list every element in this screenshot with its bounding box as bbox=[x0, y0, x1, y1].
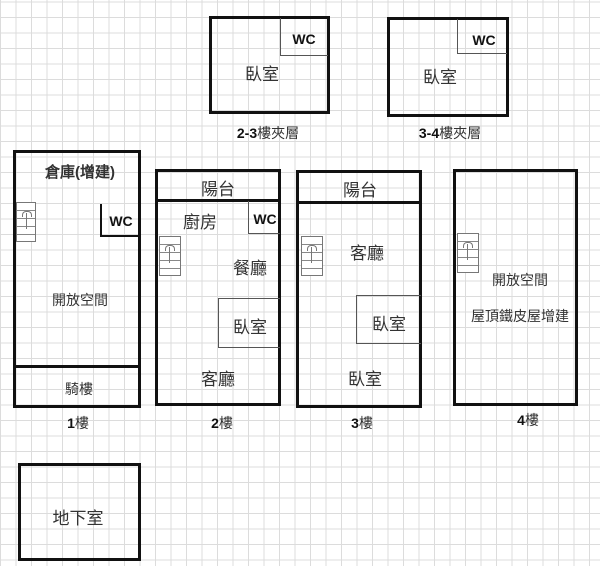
wc-wall bbox=[100, 235, 140, 237]
balcony-label: 陽台 bbox=[201, 180, 235, 199]
basement-plan bbox=[18, 463, 141, 561]
living-label: 客廳 bbox=[350, 244, 384, 263]
mezzanine-3-4-label: 3-4樓夾層 bbox=[418, 125, 482, 141]
mezzanine-2-3-plan bbox=[209, 16, 330, 114]
bedroom-label: 臥室 bbox=[423, 68, 457, 87]
bedroom-label: 臥室 bbox=[372, 315, 406, 334]
arcade-divider bbox=[14, 365, 140, 368]
balcony-label: 陽台 bbox=[343, 181, 377, 200]
bedroom-room bbox=[218, 298, 280, 348]
stairs-icon bbox=[16, 202, 36, 242]
mezzanine-3-4-plan bbox=[387, 17, 509, 117]
arcade-label: 騎樓 bbox=[65, 381, 93, 397]
floor-4-plan bbox=[453, 169, 578, 406]
floor-1-label: 1樓 bbox=[67, 415, 89, 431]
floor-3-label: 3樓 bbox=[351, 415, 373, 431]
dining-label: 餐廳 bbox=[233, 259, 267, 278]
wc-wall bbox=[100, 204, 102, 237]
floor-1-plan bbox=[13, 150, 141, 408]
floor-3-plan bbox=[296, 170, 422, 408]
wc-label: WC bbox=[109, 213, 133, 229]
balcony-divider bbox=[156, 199, 280, 202]
floor-4-label: 4樓 bbox=[517, 412, 539, 428]
mezzanine-2-3-wc-room bbox=[280, 18, 328, 56]
floor-2-plan bbox=[155, 169, 281, 406]
rooftop-note-label: 屋頂鐵皮屋增建 bbox=[471, 308, 569, 324]
basement-label: 地下室 bbox=[52, 509, 104, 528]
stairs-icon bbox=[301, 236, 323, 276]
mezzanine-2-3-label: 2-3樓夾層 bbox=[236, 125, 300, 141]
stairs-icon bbox=[159, 236, 181, 276]
bedroom-label: 臥室 bbox=[233, 318, 267, 337]
storage-label: 倉庫(增建) bbox=[45, 164, 115, 181]
open-space-label: 開放空間 bbox=[492, 272, 548, 288]
wc-label: WC bbox=[253, 211, 277, 227]
wc-label: WC bbox=[472, 32, 496, 48]
wc-label: WC bbox=[292, 31, 316, 47]
wc-room bbox=[248, 201, 280, 234]
kitchen-label: 廚房 bbox=[183, 213, 217, 232]
bedroom-room bbox=[356, 295, 421, 344]
bedroom-label: 臥室 bbox=[348, 370, 382, 389]
open-space-label: 開放空間 bbox=[52, 292, 108, 308]
stairs-icon bbox=[457, 233, 479, 273]
floor-2-label: 2樓 bbox=[211, 415, 233, 431]
mezzanine-3-4-wc-room bbox=[457, 19, 507, 54]
balcony-divider bbox=[297, 201, 421, 204]
living-label: 客廳 bbox=[201, 370, 235, 389]
bedroom-label: 臥室 bbox=[245, 65, 279, 84]
